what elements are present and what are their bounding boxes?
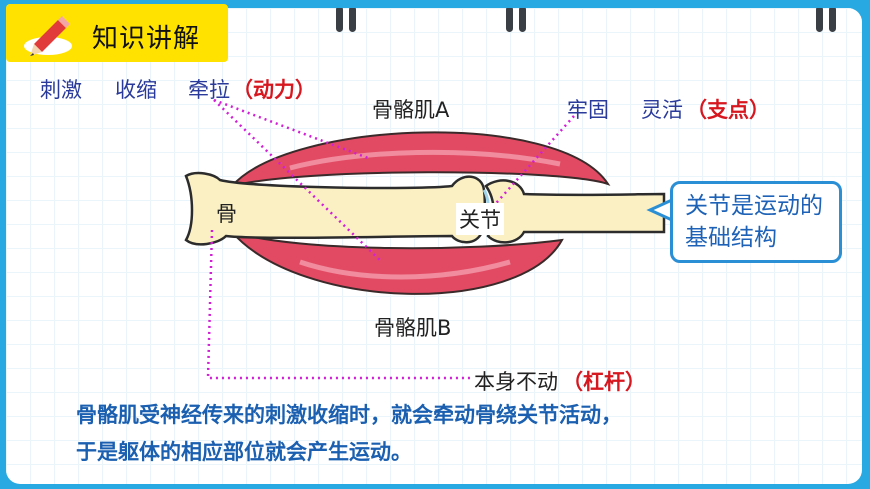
- summary-line-1: 骨骼肌受神经传来的刺激收缩时，就会牵动骨绕关节活动，: [76, 403, 622, 427]
- muscle-a-label: 骨骼肌A: [372, 98, 450, 122]
- muscle-b-label: 骨骼肌B: [374, 316, 452, 340]
- joint-label: 关节: [456, 203, 504, 235]
- pointer-lines: [206, 98, 575, 380]
- stimulus-label: 刺激: [40, 78, 82, 102]
- muscle-b-shape: [228, 230, 564, 295]
- contraction-label: 收缩: [115, 78, 157, 102]
- muscle-a-shape: [229, 131, 611, 188]
- lever-label: （杠杆）: [562, 370, 646, 394]
- flexible-label: 灵活: [641, 98, 683, 122]
- fulcrum-label: （支点）: [686, 98, 770, 122]
- summary-text: 骨骼肌受神经传来的刺激收缩时，就会牵动骨绕关节活动， 于是躯体的相应部位就会产生…: [76, 397, 846, 471]
- joint-callout: 关节是运动的基础结构: [670, 181, 842, 263]
- motionless-label: 本身不动: [474, 370, 558, 394]
- section-title: 知识讲解: [92, 24, 201, 54]
- power-label: （动力）: [232, 78, 316, 102]
- right-bone-shape: [484, 179, 666, 244]
- callout-text: 关节是运动的基础结构: [685, 193, 823, 251]
- section-header: 知识讲解: [6, 4, 228, 62]
- firm-label: 牢固: [567, 98, 609, 122]
- pull-label: 牵拉: [188, 78, 230, 102]
- summary-line-2: 于是躯体的相应部位就会产生运动。: [76, 440, 412, 464]
- pencil-icon: [24, 16, 72, 56]
- bone-label: 骨: [216, 202, 237, 226]
